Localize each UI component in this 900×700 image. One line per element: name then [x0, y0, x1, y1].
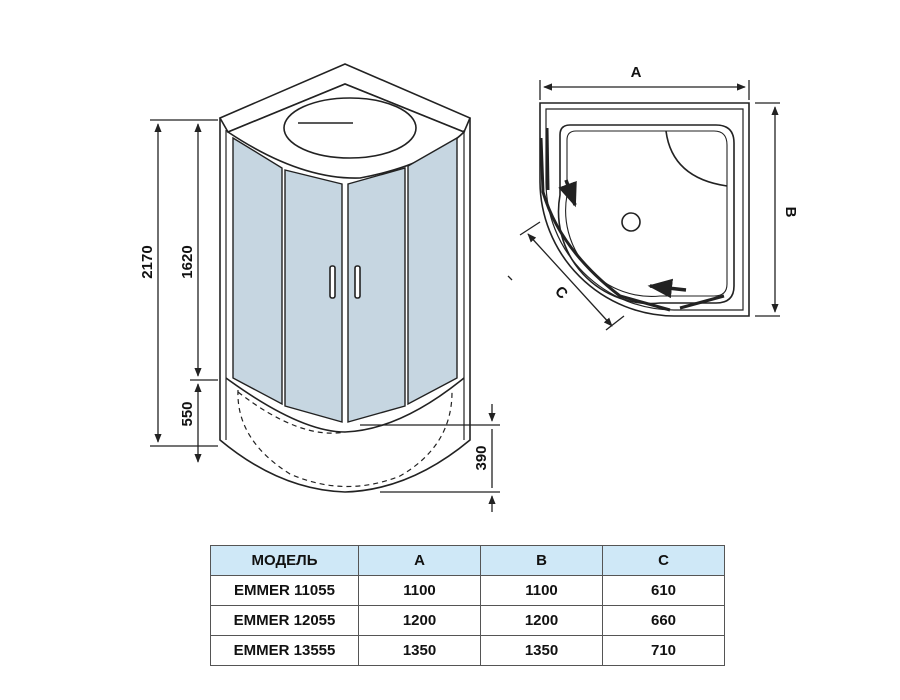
cell-c: 710: [602, 635, 725, 666]
glass-panel-left-side: [232, 136, 283, 406]
header-c: C: [602, 545, 725, 576]
plan-inner-basin: [557, 124, 735, 305]
front-dimensions: [150, 119, 500, 512]
door-handle-left: [329, 265, 336, 299]
plan-door-arrow-bottom: [647, 278, 687, 299]
glass-panel-left-door: [284, 169, 343, 423]
cell-b: 1200: [480, 605, 603, 636]
tray-step-dashed: [237, 391, 346, 434]
roof-light-ellipse: [283, 97, 417, 159]
glass-panel-right-door: [347, 167, 406, 423]
table-row: EMMER 13555 1350 1350 710: [210, 635, 725, 666]
front-view: [218, 63, 472, 493]
plan-drain: [621, 212, 641, 232]
header-b: B: [480, 545, 603, 576]
plan-label-c: C: [551, 283, 571, 303]
plan-label-a: A: [631, 64, 642, 81]
glass-panel-right-side: [407, 136, 458, 406]
plan-door-arrow-left: [558, 179, 577, 208]
cell-c: 660: [602, 605, 725, 636]
cell-b: 1100: [480, 575, 603, 606]
header-a: A: [358, 545, 481, 576]
cell-a: 1200: [358, 605, 481, 636]
dim-base-height: 550: [179, 401, 196, 426]
plan-outer-outline: [539, 102, 750, 317]
dim-total-height: 2170: [139, 245, 156, 278]
glass-panels: [232, 136, 458, 423]
cell-c: 610: [602, 575, 725, 606]
tray-inner-dashed: [237, 389, 453, 488]
dimensions-table: МОДЕЛЬ A B C EMMER 11055 1100 1100 610 E…: [210, 545, 725, 666]
cell-a: 1100: [358, 575, 481, 606]
shower-cabin-drawing: 2170 1620 550 390 A B C: [139, 63, 799, 512]
door-handle-right: [354, 265, 361, 299]
plan-dimensions: [507, 80, 780, 331]
cell-model: EMMER 13555: [210, 635, 359, 666]
cell-a: 1350: [358, 635, 481, 666]
cabin-frame: [219, 118, 471, 493]
table-row: EMMER 12055 1200 1200 660: [210, 605, 725, 636]
plan-label-b: B: [782, 207, 799, 218]
dim-glass-height: 1620: [179, 245, 196, 278]
table-header-row: МОДЕЛЬ A B C: [210, 545, 725, 576]
plan-view: [539, 102, 750, 317]
cell-b: 1350: [480, 635, 603, 666]
cell-model: EMMER 11055: [210, 575, 359, 606]
dim-tray-height: 390: [473, 445, 490, 470]
cell-model: EMMER 12055: [210, 605, 359, 636]
plan-corner-seat: [665, 130, 728, 187]
header-model: МОДЕЛЬ: [210, 545, 359, 576]
table-row: EMMER 11055 1100 1100 610: [210, 575, 725, 606]
